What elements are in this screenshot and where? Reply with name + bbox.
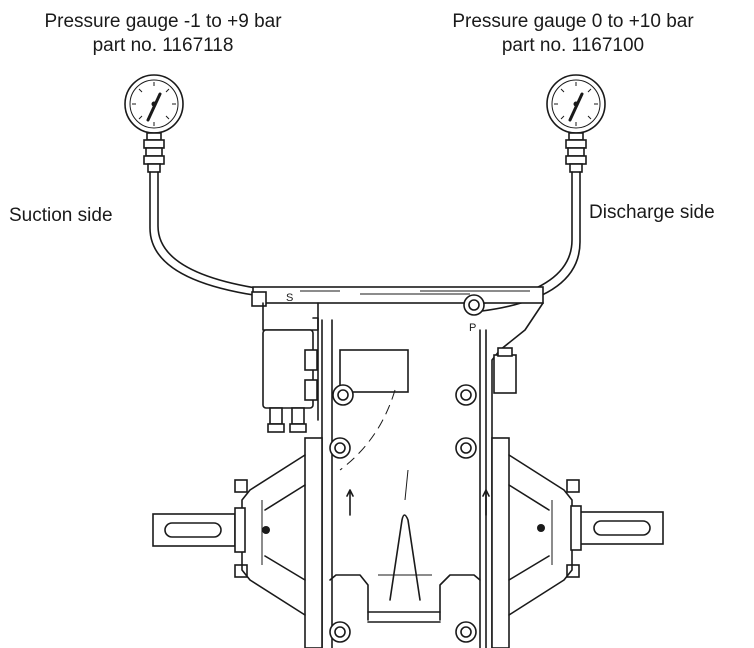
suction-side-label: Suction side [9,205,113,226]
gauge-left-range-text: Pressure gauge -1 to +9 bar [44,11,282,32]
discharge-side-label: Discharge side [589,202,715,223]
right-drive-unit [491,437,664,648]
pump-housing [251,286,544,648]
gauge-right-range-text: Pressure gauge 0 to +10 bar [452,11,694,32]
gauge-right-part-text: part no. 1167100 [501,35,645,56]
pressure-gauge-left [124,74,184,173]
suction-hose [149,171,263,297]
port-p-label: P [469,322,476,334]
gauge-left-part-text: part no. 1167118 [92,35,234,56]
left-drive-unit [152,437,323,648]
gauge-right-label: Pressure gauge 0 to +10 bar part no. 116… [408,10,738,58]
port-s-label: S [286,292,293,304]
gauge-left-label: Pressure gauge -1 to +9 bar part no. 116… [0,10,326,58]
pressure-gauge-right [546,74,606,173]
